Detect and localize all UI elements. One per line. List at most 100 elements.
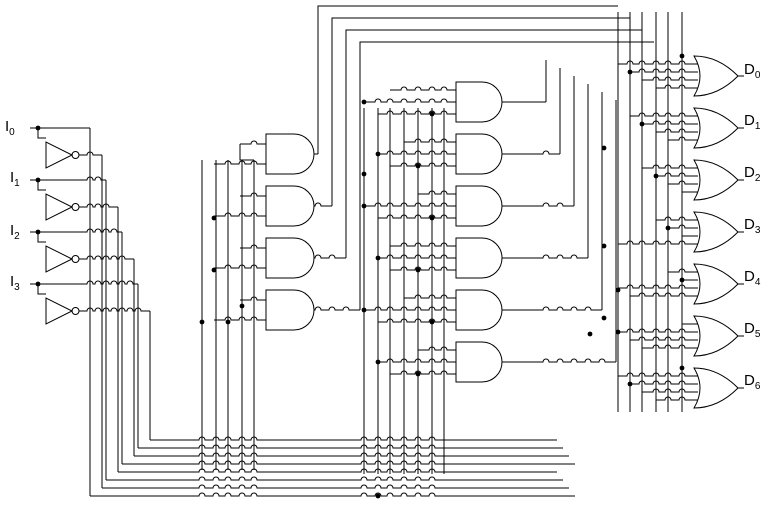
wire (317, 5, 618, 154)
wire (618, 328, 698, 333)
wire (38, 176, 106, 181)
output-label-d2: D2 (744, 164, 761, 184)
wire (642, 164, 698, 169)
wire (79, 307, 150, 312)
and-gate-stage2-5 (455, 341, 503, 383)
junction-dot (361, 99, 367, 105)
inverter-gates (45, 141, 80, 325)
wire (378, 318, 456, 323)
wire (642, 344, 698, 349)
wire (214, 160, 266, 165)
wire (656, 216, 698, 221)
wire (630, 112, 698, 117)
wire (378, 214, 456, 219)
wire (364, 306, 456, 311)
input-label-i2: I2 (10, 222, 20, 242)
junction-dot (429, 319, 435, 325)
wire (390, 370, 456, 375)
output-label-d4: D4 (744, 268, 761, 288)
wire (642, 388, 698, 393)
wire (102, 484, 569, 489)
output-label-d3: D3 (744, 216, 761, 236)
wire (38, 228, 122, 233)
junction-dot (35, 125, 41, 131)
junction-dot (361, 307, 367, 313)
wire (364, 98, 456, 103)
junction-dot (415, 371, 421, 377)
inverter-3 (45, 297, 74, 325)
wire (668, 180, 698, 185)
output-label-d1: D1 (744, 112, 761, 132)
wire (502, 358, 616, 363)
junction-dot (375, 255, 381, 261)
junction-dot (35, 229, 41, 235)
wire (106, 476, 563, 481)
output-label-d0: D0 (744, 61, 761, 81)
junction-dot (415, 163, 421, 169)
wire (378, 110, 456, 115)
wire (502, 306, 602, 311)
and-gate-stage2-0 (455, 81, 503, 123)
junction-dot (225, 319, 231, 325)
wire (331, 17, 630, 206)
and-gate-stage2-1 (455, 133, 503, 175)
wire (404, 138, 456, 143)
and-gate-stage2-3 (455, 237, 503, 279)
output-labels: D0 D1 D2 D3 D4 D5 D6 (744, 61, 761, 392)
wire (240, 140, 266, 145)
junction-dot (665, 225, 671, 231)
junction-dot (627, 381, 633, 387)
wire (314, 202, 332, 207)
wire (240, 296, 266, 301)
or-gates (693, 55, 739, 409)
wire (314, 306, 360, 311)
output-label-d6: D6 (744, 372, 761, 392)
junction-dot (35, 281, 41, 287)
wire (668, 136, 698, 141)
and-gate-stage2-4 (455, 289, 503, 331)
junction-dot (211, 215, 217, 221)
wire (668, 224, 698, 229)
junction-dot (199, 319, 205, 325)
wire (502, 254, 588, 259)
junction-dot (375, 359, 381, 365)
wire (656, 84, 698, 89)
wire (345, 29, 642, 258)
wire (656, 128, 698, 133)
and-gates (265, 81, 503, 383)
wire (502, 150, 560, 155)
junction-dots (35, 53, 685, 499)
or-gate-4 (693, 263, 739, 305)
wire (359, 41, 654, 310)
input-labels: I0 I1 I2 I3 (5, 118, 20, 293)
input-label-i3: I3 (10, 273, 20, 293)
wire (37, 284, 46, 295)
wire (618, 240, 698, 245)
or-gate-0 (693, 55, 739, 97)
wire (668, 268, 698, 273)
wire (642, 120, 698, 125)
junction-dot (375, 493, 381, 499)
wire (118, 468, 557, 473)
junction-dot (639, 121, 645, 127)
junction-dot (361, 171, 367, 177)
wire (630, 380, 698, 385)
wire (314, 254, 346, 259)
junction-dot (615, 329, 621, 335)
or-gate-3 (693, 211, 739, 253)
junction-dot (239, 303, 245, 309)
junction-dot (429, 111, 435, 117)
wire (134, 452, 569, 457)
junction-dot (679, 277, 685, 283)
wire (240, 244, 266, 249)
or-gate-5 (693, 315, 739, 357)
wire (630, 336, 698, 341)
wire (418, 190, 456, 195)
wire (378, 254, 456, 259)
wire (122, 460, 575, 465)
wires (30, 5, 744, 497)
wire (418, 346, 456, 351)
wire (630, 292, 698, 297)
wire (37, 232, 46, 243)
junction-dot (679, 53, 685, 59)
